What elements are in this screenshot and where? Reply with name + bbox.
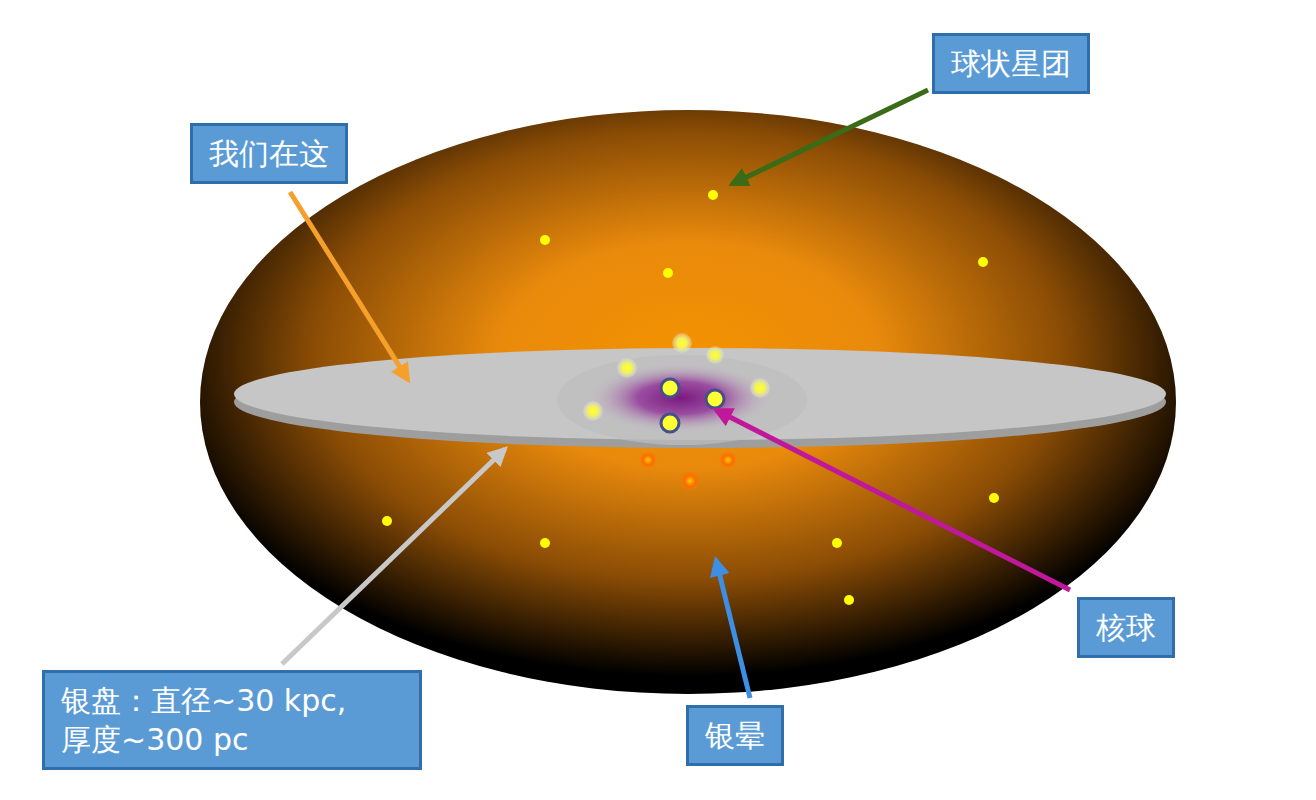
- callout-box: 球状星团: [932, 33, 1090, 94]
- callout-text: 银晕: [705, 716, 765, 755]
- callout-box: 我们在这: [190, 123, 348, 184]
- callout-text: 我们在这: [209, 134, 329, 173]
- bulge-clusters: [583, 333, 770, 432]
- callout-box: 银盘：直径~30 kpc, 厚度~300 pc: [42, 670, 422, 770]
- bulge-halo: [557, 355, 807, 445]
- callout-text: 球状星团: [951, 44, 1071, 83]
- halo-ellipse: [200, 110, 1176, 694]
- leader-lines: [282, 90, 1070, 698]
- callout-box: 银晕: [686, 705, 784, 766]
- callout-text: 银盘：直径~30 kpc, 厚度~300 pc: [61, 681, 403, 759]
- callout-box: 核球: [1077, 597, 1175, 658]
- bulge-lower-clusters: [639, 451, 737, 491]
- callout-text: 核球: [1096, 608, 1156, 647]
